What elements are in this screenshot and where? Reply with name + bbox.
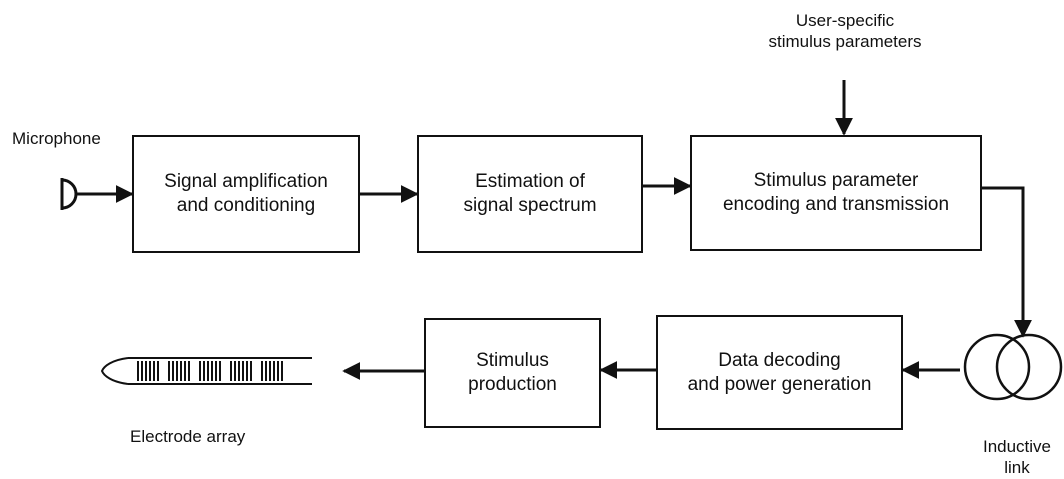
stimulus-production-box: Stimulus production xyxy=(424,318,601,428)
data-decoding-text: Data decoding and power generation xyxy=(687,349,872,395)
inductive-link-icon xyxy=(963,333,1063,401)
stimulus-production-text: Stimulus production xyxy=(468,350,557,395)
arrow-encoding-to-inductive-link xyxy=(982,186,1032,338)
microphone-icon xyxy=(60,178,78,210)
spectrum-estimation-box: Estimation of signal spectrum xyxy=(417,135,643,253)
parameter-encoding-text: Stimulus parameter encoding and transmis… xyxy=(722,170,950,215)
parameter-encoding-box: Stimulus parameter encoding and transmis… xyxy=(690,135,982,251)
microphone-label: Microphone xyxy=(12,129,101,148)
signal-amplification-box: Signal amplification and conditioning xyxy=(132,135,360,253)
inductive-link-label: Inductive link xyxy=(982,437,1052,477)
user-params-label: User-specific stimulus parameters xyxy=(768,11,922,51)
electrode-array-icon xyxy=(100,357,312,385)
spectrum-estimation-text: Estimation of signal spectrum xyxy=(463,171,597,216)
electrode-array-label: Electrode array xyxy=(130,427,246,446)
signal-amplification-text: Signal amplification and conditioning xyxy=(164,171,328,216)
data-decoding-box: Data decoding and power generation xyxy=(656,315,903,430)
